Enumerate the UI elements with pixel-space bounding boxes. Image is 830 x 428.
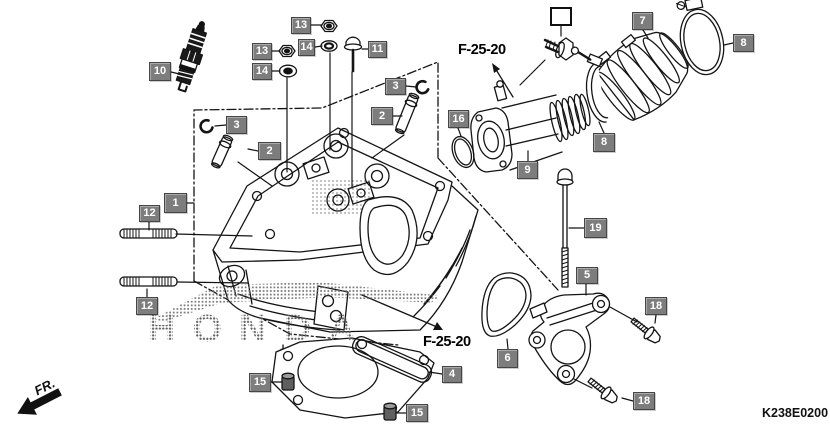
callout-10[interactable]: 10 <box>149 62 171 81</box>
callout-13[interactable]: 13 <box>291 17 311 34</box>
callout-18[interactable]: 18 <box>633 392 655 410</box>
callout-4[interactable]: 4 <box>442 366 462 383</box>
intake-tube-part <box>595 31 689 121</box>
ref-label-1: F-25-20 <box>423 333 471 350</box>
callout-6[interactable]: 6 <box>497 349 518 368</box>
tube-clamp-band-part <box>570 46 609 123</box>
spark-plug-part <box>175 21 207 93</box>
cover-gasket-part <box>481 272 532 337</box>
callout-blank[interactable] <box>550 7 572 26</box>
callout-3[interactable]: 3 <box>385 78 406 95</box>
callout-13[interactable]: 13 <box>252 43 272 60</box>
callout-8[interactable]: 8 <box>733 34 754 52</box>
callout-1[interactable]: 1 <box>164 193 187 213</box>
callout-14[interactable]: 14 <box>252 63 272 80</box>
callout-2[interactable]: 2 <box>371 107 393 125</box>
callout-14[interactable]: 14 <box>298 39 315 56</box>
stem-bolt-part <box>343 36 363 73</box>
intake-pipe-part <box>470 80 591 173</box>
callout-11[interactable]: 11 <box>368 41 387 58</box>
flange-bolt-unlabeled-part <box>543 37 574 61</box>
fr-direction-arrow: FR. <box>17 375 62 415</box>
long-stud-bolt-part <box>556 168 574 288</box>
drawing-code: K238E0200 <box>762 406 829 420</box>
callout-16[interactable]: 16 <box>448 110 469 128</box>
tube-clamp-ring-part <box>675 0 725 76</box>
callout-18[interactable]: 18 <box>645 297 667 315</box>
head-gasket-part <box>271 336 435 419</box>
ref-label-0: F-25-20 <box>458 41 506 58</box>
callout-2[interactable]: 2 <box>258 142 281 160</box>
callout-5[interactable]: 5 <box>576 267 598 284</box>
dowel-pin-part <box>281 372 397 421</box>
callout-12[interactable]: 12 <box>139 205 160 222</box>
valve-guide-part <box>210 92 420 169</box>
callout-15[interactable]: 15 <box>406 404 428 422</box>
callout-8[interactable]: 8 <box>593 133 615 152</box>
leader-lines <box>146 24 734 414</box>
valve-clip-part <box>199 79 430 134</box>
manifold-cover-part <box>528 292 611 386</box>
o-ring-part <box>451 135 475 169</box>
callout-12[interactable]: 12 <box>136 297 158 315</box>
callout-3[interactable]: 3 <box>226 116 247 134</box>
callout-7[interactable]: 7 <box>632 12 653 30</box>
callout-9[interactable]: 9 <box>517 161 538 179</box>
callout-19[interactable]: 19 <box>584 218 607 238</box>
callout-15[interactable]: 15 <box>249 373 271 392</box>
